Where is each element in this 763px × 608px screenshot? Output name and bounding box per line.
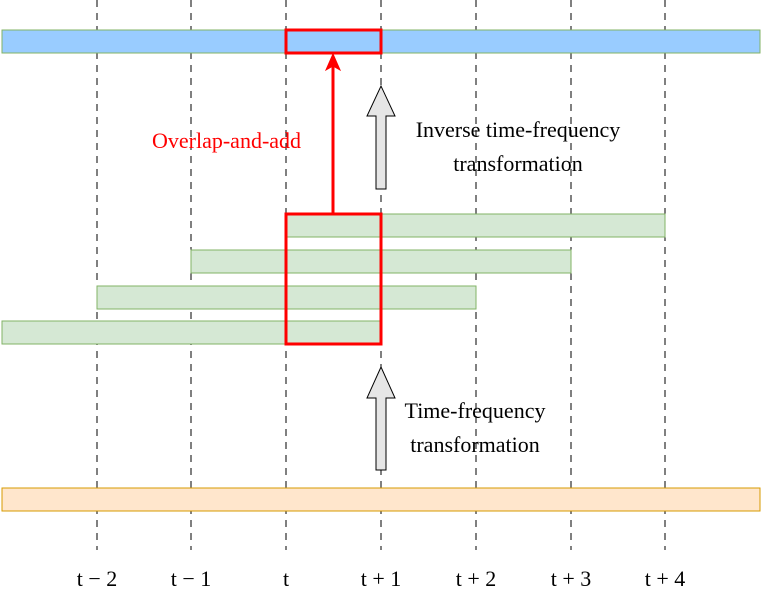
inverse-tf-line2: transformation bbox=[453, 151, 583, 176]
time-label-t-2: t − 2 bbox=[76, 566, 118, 591]
up-arrow-icon bbox=[366, 365, 396, 471]
time-label-t+4: t + 4 bbox=[644, 566, 686, 591]
tf-line1: Time-frequency bbox=[404, 398, 546, 423]
output-segment-box bbox=[284, 28, 383, 55]
inverse-tf-caption: Inverse time-frequency transformation bbox=[392, 113, 644, 181]
overlap-add-highlight bbox=[284, 28, 383, 346]
frame-1 bbox=[285, 213, 666, 238]
overlap-add-arrow-head bbox=[324, 52, 342, 72]
time-label-t: t bbox=[282, 566, 290, 591]
overlap-add-label: Overlap-and-add bbox=[152, 128, 302, 153]
input-signal-bar bbox=[1, 487, 761, 512]
time-label-t+2: t + 2 bbox=[455, 566, 497, 591]
frames bbox=[1, 213, 666, 345]
up-arrow-icon bbox=[366, 84, 396, 190]
frame-4 bbox=[1, 320, 382, 345]
tf-caption: Time-frequency transformation bbox=[390, 394, 560, 462]
tf-line2: transformation bbox=[410, 432, 540, 457]
inverse-tf-line1: Inverse time-frequency bbox=[415, 117, 621, 142]
time-label-t+3: t + 3 bbox=[550, 566, 592, 591]
time-label-t-1: t − 1 bbox=[170, 566, 212, 591]
time-label-t+1: t + 1 bbox=[360, 566, 402, 591]
